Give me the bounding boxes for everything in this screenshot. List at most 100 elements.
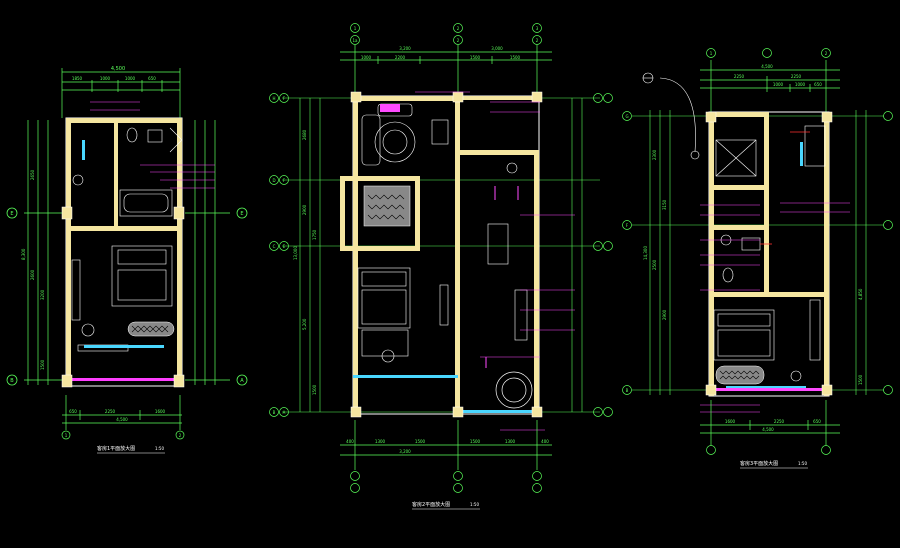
mid-row-bubble-a-right	[603, 407, 613, 417]
mid-col-bubble-3-alt	[532, 35, 542, 45]
right-section-target	[690, 150, 700, 160]
right-side-dim-4: 2900	[662, 309, 667, 320]
left-top-dim-1: 1850	[72, 76, 83, 81]
mid-side-dim-2: 2900	[302, 204, 307, 215]
left-bottom-dim-1: 650	[69, 409, 77, 414]
mid-row-bubble-b	[269, 407, 279, 417]
left-window	[84, 345, 164, 348]
mid-top-dim-e: 1500	[470, 55, 481, 60]
mid-row-bubble-b-alt	[279, 407, 289, 417]
right-caption: 客房3平面放大图	[740, 460, 778, 467]
mid-bottom-bubble-3	[532, 471, 542, 481]
left-col-label-2: 2	[179, 433, 182, 438]
mid-side-dim-5: 1500	[312, 384, 317, 395]
right-bottom-total: 4,500	[762, 427, 774, 432]
left-walls	[61, 117, 185, 388]
right-caption-scale: 1:50	[798, 461, 807, 466]
left-grid-label-e: E	[10, 211, 13, 217]
mid-caption-scale: 1:50	[470, 502, 479, 507]
right-bottom-bubble-2	[821, 445, 831, 455]
mid-study-rug-pattern	[367, 194, 405, 220]
left-side-dimensions	[24, 120, 230, 385]
right-side-dim-3: 2500	[652, 259, 657, 270]
left-caption: 客房1平面放大图	[97, 445, 135, 452]
right-row-bubble-f	[622, 220, 632, 230]
right-row-bubble-b	[622, 385, 632, 395]
mid-pink-door-marks	[485, 186, 519, 368]
left-col-label-1: 1	[65, 433, 68, 438]
right-row-label-b: B	[626, 388, 629, 393]
mid-row-label-c: C	[273, 244, 276, 249]
mid-side-total: 13,000	[293, 246, 298, 260]
mid-walls	[340, 91, 543, 418]
mid-row-label-f: F	[283, 96, 286, 101]
right-side-total: 14,300	[643, 246, 648, 260]
mid-bottom-total: 3,200	[399, 449, 411, 454]
right-red-marks	[760, 131, 810, 245]
right-side-dim-6: 1500	[858, 374, 863, 385]
mid-side-dim-4: 5,200	[302, 318, 307, 330]
mid-top-dimensions	[340, 45, 552, 95]
left-side-dim-2: 2600	[30, 269, 35, 280]
mid-bottom-dim-5: 1300	[505, 439, 516, 444]
mid-study-rug	[363, 185, 411, 227]
right-col-label-1: 1	[710, 51, 713, 56]
mid-row-bubble-c	[269, 241, 279, 251]
mid-col-bubble-2-alt	[453, 35, 463, 45]
left-grid-bubble-b-outer	[6, 374, 18, 386]
right-col-bubble-2	[821, 48, 831, 58]
mid-bottom-dim-1: 400	[346, 439, 354, 444]
mid-row-label-e: E	[283, 244, 286, 249]
right-top-dim-1: 2250	[734, 74, 745, 79]
mid-bottom-bubble-3b	[532, 483, 542, 493]
mid-bottom-dim-4: 1500	[470, 439, 481, 444]
left-top-dim-2: 1000	[100, 76, 111, 81]
mid-bottom-dim-6: 400	[541, 439, 549, 444]
mid-round-tub-inner	[501, 377, 527, 403]
mid-col-label-3-alt: 2	[536, 38, 539, 43]
mid-round-tub-outer	[495, 371, 533, 409]
mid-bedroom-furniture	[357, 162, 528, 363]
right-rug	[715, 365, 765, 385]
mid-row-bubble-c-right	[593, 241, 603, 251]
mid-row-label-a: A	[283, 410, 286, 415]
mid-bottom-dimensions	[340, 420, 552, 470]
floor-plan-left: 4,500 1850 1000 1000 650 2650 2600 3200 …	[6, 66, 248, 454]
right-annotation-leaders	[700, 202, 850, 413]
right-row-label-g: G	[625, 114, 628, 119]
mid-col-label-1: 1	[354, 26, 357, 31]
mid-row-bubble-e-right	[603, 241, 613, 251]
left-grid-label-b: B	[10, 378, 14, 384]
mid-bottom-dim-2: 1300	[375, 439, 386, 444]
mid-row-bubble-b-right	[593, 407, 603, 417]
mid-row-bubble-d	[269, 175, 279, 185]
left-grid-bubble-b-right	[236, 374, 248, 386]
mid-lounge-furniture	[361, 103, 449, 166]
left-grid-label-e-right: E	[240, 211, 243, 217]
left-bottom-total: 4,500	[116, 417, 128, 422]
right-walls	[705, 111, 833, 397]
left-grid-label-a-right: A	[240, 378, 244, 384]
mid-bottom-bubble-1	[350, 471, 360, 481]
right-top-dim-4: 1000	[795, 82, 806, 87]
right-top-total: 4,500	[761, 64, 773, 69]
mid-row-bubble-h	[269, 93, 279, 103]
right-bottom-bubble-1	[706, 445, 716, 455]
right-side-dim-2: 3150	[662, 199, 667, 210]
right-door-glass	[800, 142, 803, 166]
mid-col-bubble-2	[453, 23, 463, 33]
mid-col-bubble-1	[350, 23, 360, 33]
mid-bottom-bubble-2	[453, 471, 463, 481]
mid-bottom-dim-3: 1500	[415, 439, 426, 444]
left-top-dim-3: 1000	[125, 76, 136, 81]
right-bottom-dim-1: 1600	[725, 419, 736, 424]
floor-plan-middle: 1 1a 2 2 3 2 3,200 3,000 1000 2200 1500 …	[269, 23, 613, 510]
mid-lounge-accent	[380, 104, 400, 112]
right-rug-pattern	[719, 370, 760, 380]
right-bottom-dim-3: 650	[813, 419, 821, 424]
mid-row-label-h: H	[272, 96, 275, 101]
right-top-dim-3: 1000	[773, 82, 784, 87]
mid-col-label-2-alt: 2	[457, 38, 460, 43]
